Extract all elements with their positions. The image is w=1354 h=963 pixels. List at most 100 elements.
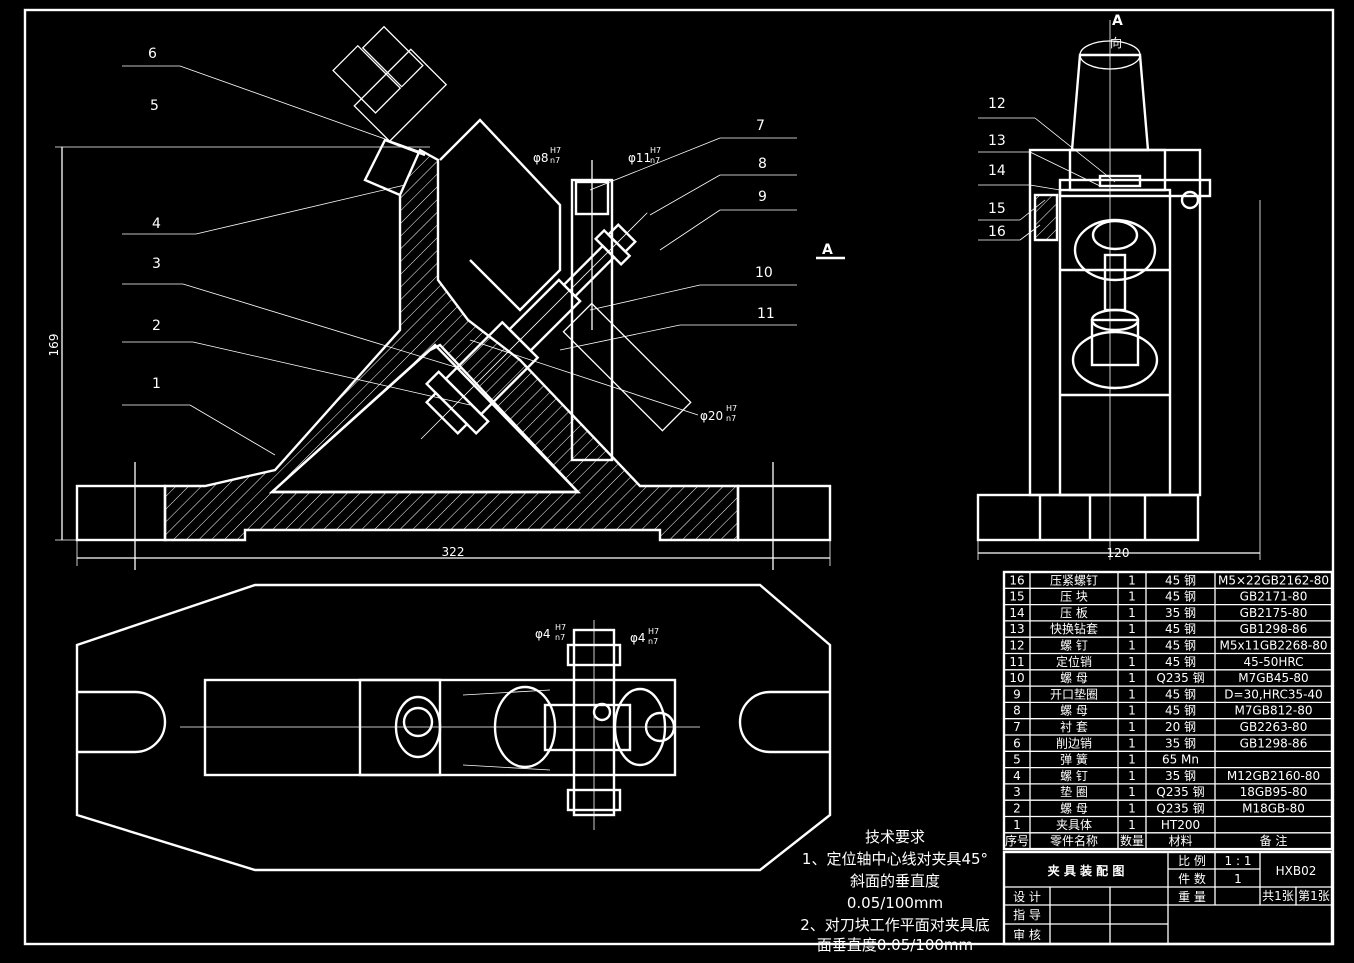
bom-row-mat: 45 钢 <box>1165 573 1196 587</box>
bom-header-qty: 数量 <box>1120 833 1144 848</box>
bom-row-no: 9 <box>1013 687 1021 701</box>
bom-row-qty: 1 <box>1128 606 1136 620</box>
bom-row-mat: 20 钢 <box>1165 720 1196 734</box>
svg-text:H7: H7 <box>555 623 566 632</box>
bom-row-no: 7 <box>1013 720 1021 734</box>
base-lug-left <box>75 484 167 542</box>
bom-row-note: GB2175-80 <box>1240 606 1308 620</box>
svg-text:13: 13 <box>988 133 1006 149</box>
bom-row-name: 夹具体 <box>1056 818 1092 832</box>
bom-row-mat: 45 钢 <box>1165 655 1196 669</box>
svg-text:1: 1 <box>152 376 161 392</box>
svg-text:12: 12 <box>988 96 1006 112</box>
bom-row-qty: 1 <box>1128 753 1136 767</box>
bom-row-no: 1 <box>1013 818 1021 832</box>
bom-row-note: GB2171-80 <box>1240 590 1308 604</box>
bom-row-note: GB1298-86 <box>1240 622 1308 636</box>
bom-row-qty: 1 <box>1128 639 1136 653</box>
svg-text:n7: n7 <box>726 414 736 423</box>
bom-row-qty: 1 <box>1128 671 1136 685</box>
dim-side-width: 120 <box>1107 546 1130 560</box>
bom-row-no: 14 <box>1009 606 1024 620</box>
svg-text:斜面的垂直度: 斜面的垂直度 <box>850 872 940 890</box>
bom-row-qty: 1 <box>1128 720 1136 734</box>
bom-row-note: M18GB-80 <box>1242 802 1305 816</box>
base-lug-right <box>736 484 832 542</box>
bom-row-name: 压 块 <box>1060 590 1088 604</box>
bom-row-qty: 1 <box>1128 736 1136 750</box>
side-view: A 向 120 12 13 <box>976 13 1261 560</box>
bom-row-mat: 45 钢 <box>1165 639 1196 653</box>
leaders-right: 7 8 9 10 11 <box>559 118 797 351</box>
svg-text:3: 3 <box>152 256 161 272</box>
bom-row-mat: 35 钢 <box>1165 606 1196 620</box>
svg-text:H7: H7 <box>726 404 737 413</box>
bom-row-mat: Q235 钢 <box>1156 785 1204 799</box>
svg-text:n7: n7 <box>648 637 658 646</box>
fit-phi4-left: φ4 <box>535 627 551 641</box>
svg-text:H7: H7 <box>650 146 661 155</box>
fit-phi4-right: φ4 <box>630 631 646 645</box>
bom-row-note: M7GB812-80 <box>1234 704 1312 718</box>
bom-row-qty: 1 <box>1128 590 1136 604</box>
bom-row-qty: 1 <box>1128 655 1136 669</box>
bom-row-name: 螺 母 <box>1060 704 1088 718</box>
leaders-left: 6 5 4 3 2 1 <box>122 46 471 456</box>
fit-phi20: φ20 <box>700 409 723 423</box>
svg-text:15: 15 <box>988 201 1006 217</box>
bom-row-mat: 45 钢 <box>1165 704 1196 718</box>
bom-row-mat: HT200 <box>1161 818 1200 832</box>
drawing-code: HXB02 <box>1276 864 1317 878</box>
bom-row-name: 快换钻套 <box>1050 621 1098 636</box>
bom-row-name: 压 板 <box>1060 606 1088 620</box>
bom-row-mat: 65 Mn <box>1162 753 1199 767</box>
bom-header-name: 零件名称 <box>1050 833 1098 848</box>
svg-text:8: 8 <box>758 156 767 172</box>
svg-text:向: 向 <box>1110 35 1122 50</box>
svg-text:指 导: 指 导 <box>1013 907 1041 922</box>
bom-row-note: GB1298-86 <box>1240 736 1308 750</box>
svg-text:2: 2 <box>152 318 161 334</box>
front-view: 169 322 φ8 H7 n7 φ11 H7 n7 φ20 H7 n7 A 6… <box>47 25 845 570</box>
svg-text:设 计: 设 计 <box>1013 890 1041 904</box>
drawing-border <box>23 8 1335 946</box>
bom-row-mat: 45 钢 <box>1165 590 1196 604</box>
bom-row-note: M7GB45-80 <box>1238 671 1308 685</box>
svg-text:14: 14 <box>988 163 1006 179</box>
bom-row-qty: 1 <box>1128 573 1136 587</box>
dim-width: 322 <box>442 545 465 559</box>
bom-row-name: 压紧螺钉 <box>1050 573 1098 587</box>
bom-row-name: 垫 圈 <box>1060 784 1088 799</box>
bom-row-qty: 1 <box>1128 622 1136 636</box>
bom-header-no: 序号 <box>1005 833 1029 848</box>
svg-text:10: 10 <box>755 265 773 281</box>
bom-row-qty: 1 <box>1128 704 1136 718</box>
svg-text:16: 16 <box>988 224 1006 240</box>
svg-text:5: 5 <box>150 98 159 114</box>
bom-row-no: 8 <box>1013 704 1021 718</box>
bom-row-note: 45-50HRC <box>1243 655 1303 669</box>
bom-row-qty: 1 <box>1128 769 1136 783</box>
svg-text:技术要求: 技术要求 <box>865 828 925 846</box>
leaders-side: 12 13 14 15 16 <box>978 96 1116 241</box>
bom-row-name: 衬 套 <box>1060 720 1088 734</box>
svg-text:9: 9 <box>758 189 767 205</box>
svg-text:H7: H7 <box>648 627 659 636</box>
bom-row-mat: Q235 钢 <box>1156 802 1204 816</box>
technical-requirements: 技术要求 1、定位轴中心线对夹具45° 斜面的垂直度 0.05/100mm 2、… <box>800 828 990 954</box>
svg-text:重 量: 重 量 <box>1178 890 1206 904</box>
bom-row-no: 3 <box>1013 785 1021 799</box>
bom-row-name: 螺 钉 <box>1060 769 1088 783</box>
dim-height: 169 <box>47 334 61 357</box>
bom-row-mat: 45 钢 <box>1165 622 1196 636</box>
bom-row-note: 18GB95-80 <box>1240 785 1308 799</box>
bom-row-name: 开口垫圈 <box>1050 686 1098 701</box>
bom-row-no: 16 <box>1009 573 1024 587</box>
bom-row-name: 螺 母 <box>1060 802 1088 816</box>
svg-text:n7: n7 <box>555 633 565 642</box>
bom-row-note: M5×22GB2162-80 <box>1218 573 1329 587</box>
fit-phi11: φ11 <box>628 151 651 165</box>
top-view: φ4 H7 n7 φ4 H7 n7 <box>75 583 832 872</box>
bom-header-note: 备 注 <box>1260 833 1288 848</box>
